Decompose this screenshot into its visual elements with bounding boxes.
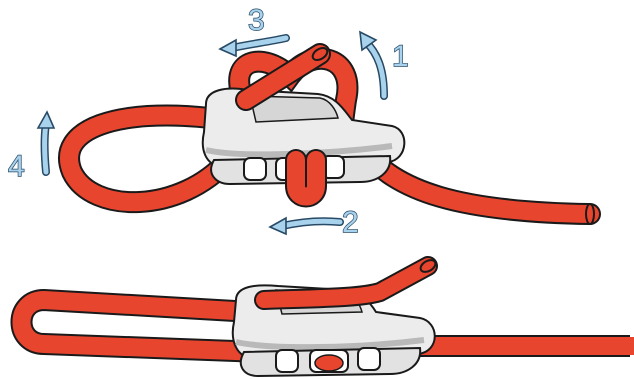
arrow-step-2 (268, 216, 344, 236)
rope-loop-left (58, 104, 239, 214)
rope-under-loop (285, 149, 327, 208)
bottom-illustration (10, 256, 634, 378)
arrow-step-3 (218, 34, 290, 58)
arrow-step-1 (359, 30, 388, 100)
arrow-step-4 (36, 110, 56, 176)
top-illustration: 1 2 3 4 (7, 3, 601, 240)
rope-end-top (235, 43, 331, 111)
step-3-label: 3 (248, 4, 265, 37)
step-1-label: 1 (392, 40, 409, 73)
rope-end-bottom (254, 256, 438, 310)
step-4-label: 4 (8, 150, 25, 183)
rope-long-loop (10, 288, 273, 363)
step-2-label: 2 (342, 206, 359, 239)
